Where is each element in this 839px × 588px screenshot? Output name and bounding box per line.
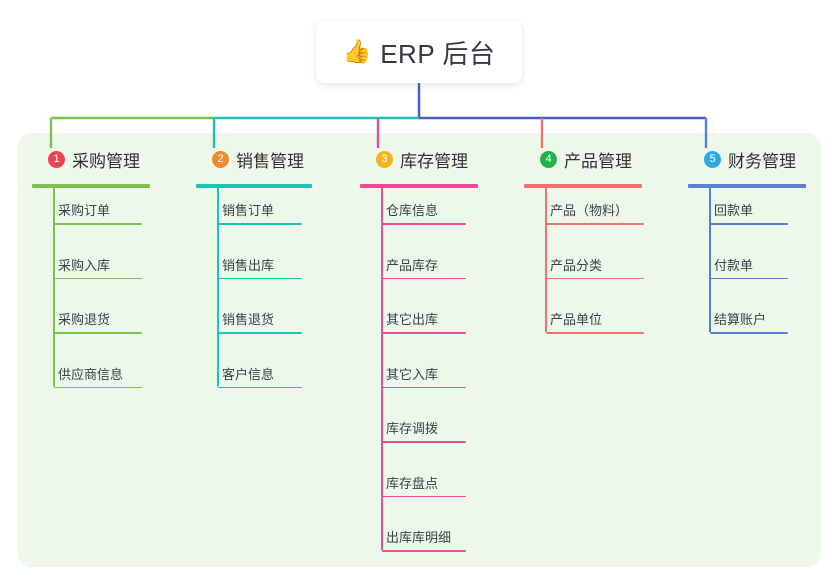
branch-leaf-item[interactable]: 回款单 [710,200,788,225]
leaf-label: 采购订单 [58,203,111,218]
branch-column-1: 1 采购管理采购订单采购入库采购退货供应商信息 [32,146,150,389]
branch-leaf-item[interactable]: 供应商信息 [54,364,142,389]
branch-leaf-item[interactable]: 库存盘点 [382,473,466,498]
leaf-rule [710,223,788,225]
leaf-rule [218,277,302,280]
root-node[interactable]: 👍 ERP 后台 [316,21,522,83]
leaf-label: 库存调拨 [386,421,439,436]
leaf-rule [710,277,788,280]
leaf-label: 采购退货 [58,312,111,327]
branch-leaf-item[interactable]: 采购退货 [54,309,142,334]
leaf-rule [54,277,142,280]
branch-column-3: 3 库存管理仓库信息产品库存其它出库其它入库库存调拨库存盘点出库库明细 [360,146,478,552]
leaf-rule [382,332,466,334]
branch-title: 产品管理 [564,151,632,171]
branch-leaf-item[interactable]: 库存调拨 [382,418,466,443]
leaf-label: 库存盘点 [386,475,439,491]
leaf-label: 仓库信息 [386,203,439,218]
branch-title: 库存管理 [400,151,468,171]
branch-column-5: 5 财务管理回款单付款单结算账户 [688,146,806,334]
leaf-label: 回款单 [714,203,754,218]
branches-panel [18,133,821,567]
leaf-rule [54,386,142,389]
branch-header-2[interactable]: 2 销售管理 [196,146,304,172]
branch-header-3[interactable]: 3 库存管理 [360,146,468,172]
branch-leaf-item[interactable]: 产品单位 [546,309,644,334]
branch-number-badge: 2 [212,150,229,168]
branch-column-4: 4 产品管理产品（物料） 产品分类产品单位 [524,146,644,334]
branch-leaf-item[interactable]: 产品（物料） [546,200,644,225]
branch-number-badge: 4 [540,150,557,168]
branch-leaf-item[interactable]: 其它出库 [382,309,466,334]
leaf-label: 采购入库 [58,257,111,273]
leaf-rule [546,277,644,280]
leaf-rule [710,332,788,334]
leaf-rule [218,223,302,225]
leaf-label: 销售出库 [222,257,275,273]
branch-leaf-item[interactable]: 销售出库 [218,255,302,280]
branch-column-2: 2 销售管理销售订单销售出库销售退货客户信息 [196,146,312,389]
leaf-label: 产品（物料） [550,203,629,218]
branch-title: 销售管理 [236,151,304,171]
branch-title: 财务管理 [728,151,796,171]
branch-number-badge: 3 [376,150,393,168]
branch-header-rule [32,184,150,188]
leaf-label: 结算账户 [714,312,767,327]
branch-header-rule [196,184,312,188]
leaf-label: 出库库明细 [386,530,452,545]
leaf-rule [382,223,466,225]
leaf-label: 销售退货 [222,312,275,327]
leaf-label: 客户信息 [222,366,275,382]
leaf-rule [382,441,466,443]
branch-leaf-item[interactable]: 结算账户 [710,309,788,334]
branch-header-rule [360,184,478,188]
leaf-label: 供应商信息 [58,366,124,382]
branch-leaf-item[interactable]: 采购订单 [54,200,142,225]
branch-leaf-item[interactable]: 付款单 [710,255,788,280]
leaf-rule [382,386,466,389]
leaf-rule [382,550,466,552]
leaf-rule [218,386,302,389]
branch-title: 采购管理 [72,151,140,171]
branch-leaf-item[interactable]: 采购入库 [54,255,142,280]
leaf-label: 其它入库 [386,366,439,382]
leaf-rule [54,332,142,334]
leaf-rule [546,223,644,225]
branch-leaf-item[interactable]: 产品库存 [382,255,466,280]
branch-header-rule [524,184,642,188]
branch-leaf-item[interactable]: 产品分类 [546,255,644,280]
branch-header-4[interactable]: 4 产品管理 [524,146,632,172]
leaf-label: 产品库存 [386,257,439,273]
branch-header-rule [688,184,806,188]
branch-leaf-item[interactable]: 销售退货 [218,309,302,334]
branch-header-5[interactable]: 5 财务管理 [688,146,796,172]
leaf-label: 产品单位 [550,312,603,327]
leaf-rule [382,277,466,280]
thumbs-up-icon: 👍 [342,38,372,65]
leaf-label: 销售订单 [222,203,275,218]
branch-number-badge: 1 [48,150,65,168]
leaf-rule [546,332,644,334]
leaf-label: 付款单 [714,257,754,273]
leaf-label: 其它出库 [386,312,439,327]
branch-leaf-item[interactable]: 出库库明细 [382,527,466,552]
leaf-label: 产品分类 [550,257,603,273]
branch-leaf-item[interactable]: 客户信息 [218,364,302,389]
branch-leaf-item[interactable]: 其它入库 [382,364,466,389]
leaf-rule [218,332,302,334]
branch-leaf-item[interactable]: 仓库信息 [382,200,466,225]
branch-number-badge: 5 [704,150,721,168]
branch-header-1[interactable]: 1 采购管理 [32,146,140,172]
leaf-rule [54,223,142,225]
leaf-rule [382,495,466,498]
root-title: ERP 后台 [380,38,496,69]
branch-leaf-item[interactable]: 销售订单 [218,200,302,225]
